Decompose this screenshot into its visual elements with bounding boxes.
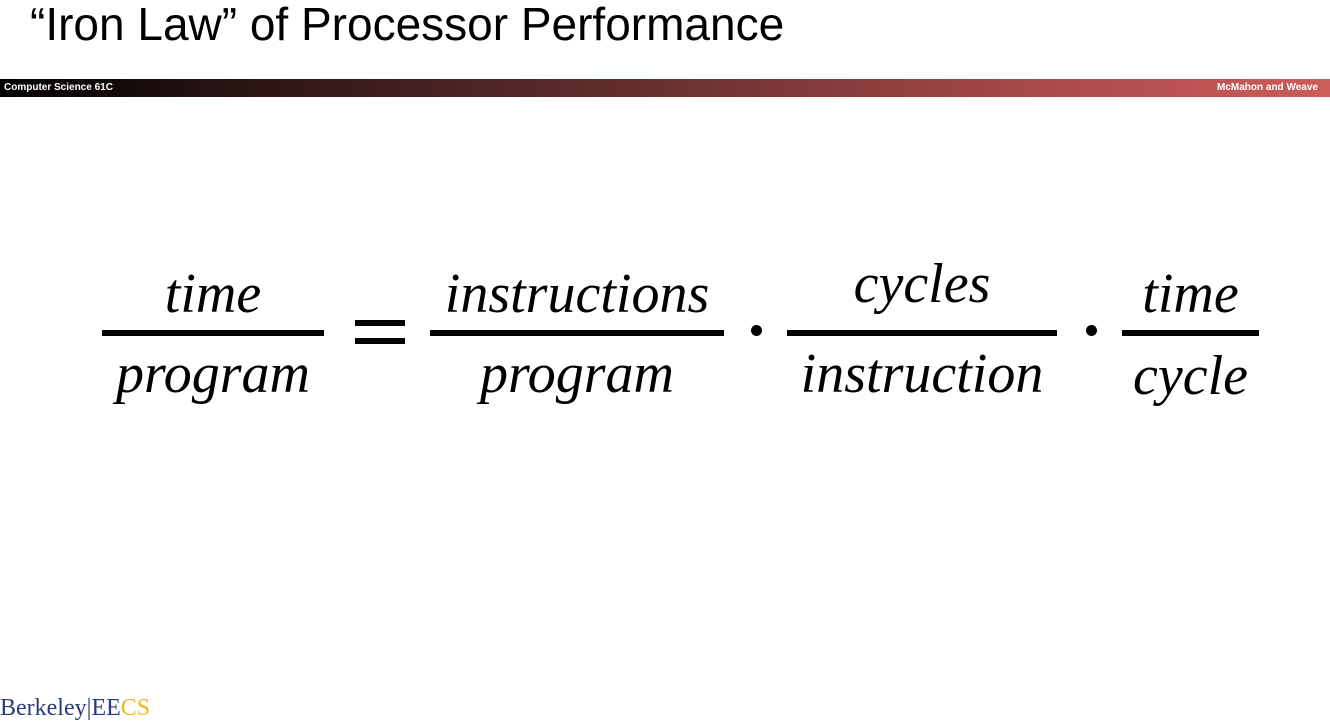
fraction-bar bbox=[102, 330, 324, 336]
logo-separator: | bbox=[86, 695, 92, 721]
fraction-numerator: time bbox=[164, 263, 262, 325]
fraction-denominator: program bbox=[480, 343, 674, 405]
fraction-numerator: time bbox=[1142, 263, 1239, 325]
fraction-bar bbox=[1122, 330, 1259, 336]
fraction-instructions-per-program: instructions program bbox=[430, 258, 724, 408]
fraction-cycles-per-instruction: cycles instruction bbox=[787, 253, 1057, 408]
logo-cs-text: CS bbox=[120, 695, 151, 721]
instructor-names: McMahon and Weave bbox=[1217, 82, 1318, 93]
fraction-bar bbox=[430, 330, 724, 336]
header-bar: Computer Science 61C McMahon and Weave bbox=[0, 79, 1330, 97]
course-name: Computer Science 61C bbox=[4, 82, 113, 93]
slide-title: “Iron Law” of Processor Performance bbox=[30, 0, 785, 50]
fraction-denominator: program bbox=[116, 343, 310, 405]
fraction-lhs: time program bbox=[102, 258, 324, 408]
logo-berkeley-text: Berkeley bbox=[0, 695, 87, 721]
berkeley-eecs-logo: Berkeley|EECS bbox=[0, 694, 150, 722]
fraction-time-per-cycle: time cycle bbox=[1122, 258, 1259, 408]
fraction-numerator: cycles bbox=[853, 253, 991, 315]
fraction-bar bbox=[787, 330, 1057, 336]
multiply-dot bbox=[751, 325, 762, 336]
fraction-numerator: instructions bbox=[444, 263, 710, 325]
logo-ee-text: EE bbox=[91, 695, 121, 721]
fraction-denominator: cycle bbox=[1133, 345, 1248, 407]
multiply-dot bbox=[1086, 325, 1097, 336]
fraction-denominator: instruction bbox=[800, 343, 1044, 405]
